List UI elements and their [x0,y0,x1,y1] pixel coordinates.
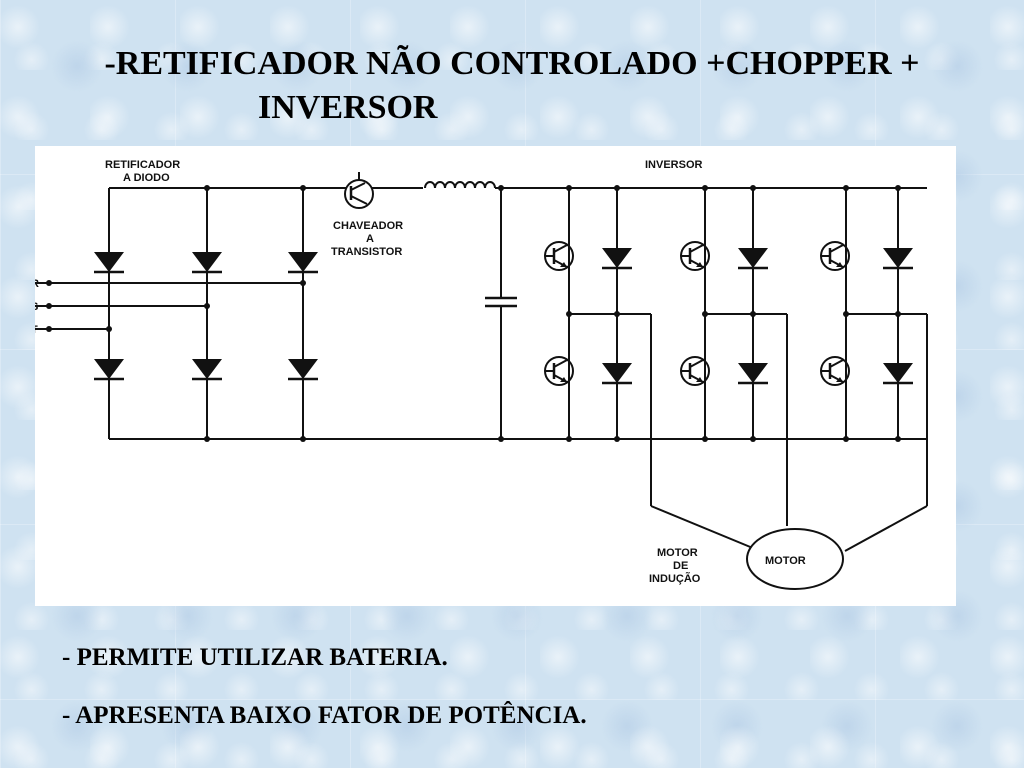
bullet-point-2: - APRESENTA BAIXO FATOR DE POTÊNCIA. [62,702,587,729]
slide-title-line2: INVERSOR [258,89,438,126]
motor-icon [746,528,844,590]
chopper-label-line2: A [366,233,374,245]
inductor-icon [423,178,496,190]
inverter-transistor-3-icon [819,240,851,272]
rectifier-diode-4-icon [92,349,126,385]
chopper-transistor-icon [344,172,374,209]
motor-type-line3: INDUÇÃO [649,572,701,585]
inverter-diode-2-icon [736,238,770,274]
motor-label: MOTOR [765,555,806,567]
phase-s-label: S [35,301,38,313]
chopper-label-line3: TRANSISTOR [331,246,402,258]
rectifier-diode-5-icon [190,349,224,385]
phase-r-label: R [35,278,39,290]
circuit-diagram-panel: R S T RETIFICADOR A DIODO CHAVEADOR A TR… [35,146,956,606]
dc-link-capacitor-icon [485,188,517,439]
inverter-diode-3-icon [881,238,915,274]
inverter-diode-6-icon [881,353,915,389]
inverter-diode-1-icon [600,238,634,274]
rectifier-label-line1: RETIFICADOR [105,159,180,171]
rectifier-diode-2-icon [190,242,224,278]
bullet-point-1: - PERMITE UTILIZAR BATERIA. [62,644,448,671]
inverter-label: INVERSOR [645,159,703,171]
rectifier-diode-6-icon [286,349,320,385]
circuit-diagram: R S T RETIFICADOR A DIODO CHAVEADOR A TR… [35,159,928,590]
chopper-label-line1: CHAVEADOR [333,220,403,232]
rectifier-junctions [46,185,306,442]
slide-title-line1: -RETIFICADOR NÃO CONTROLADO +CHOPPER + [104,45,920,82]
phase-t-label: T [35,324,38,336]
inverter-transistor-6-icon [819,355,851,387]
diode-rectifier [35,187,501,440]
motor-type-line2: DE [673,560,688,572]
rectifier-label-line2: A DIODO [123,172,170,184]
rectifier-diode-1-icon [92,242,126,278]
inverter-diode-4-icon [600,353,634,389]
inverter-diode-5-icon [736,353,770,389]
motor-type-line1: MOTOR [657,547,698,559]
rectifier-diode-3-icon [286,242,320,278]
